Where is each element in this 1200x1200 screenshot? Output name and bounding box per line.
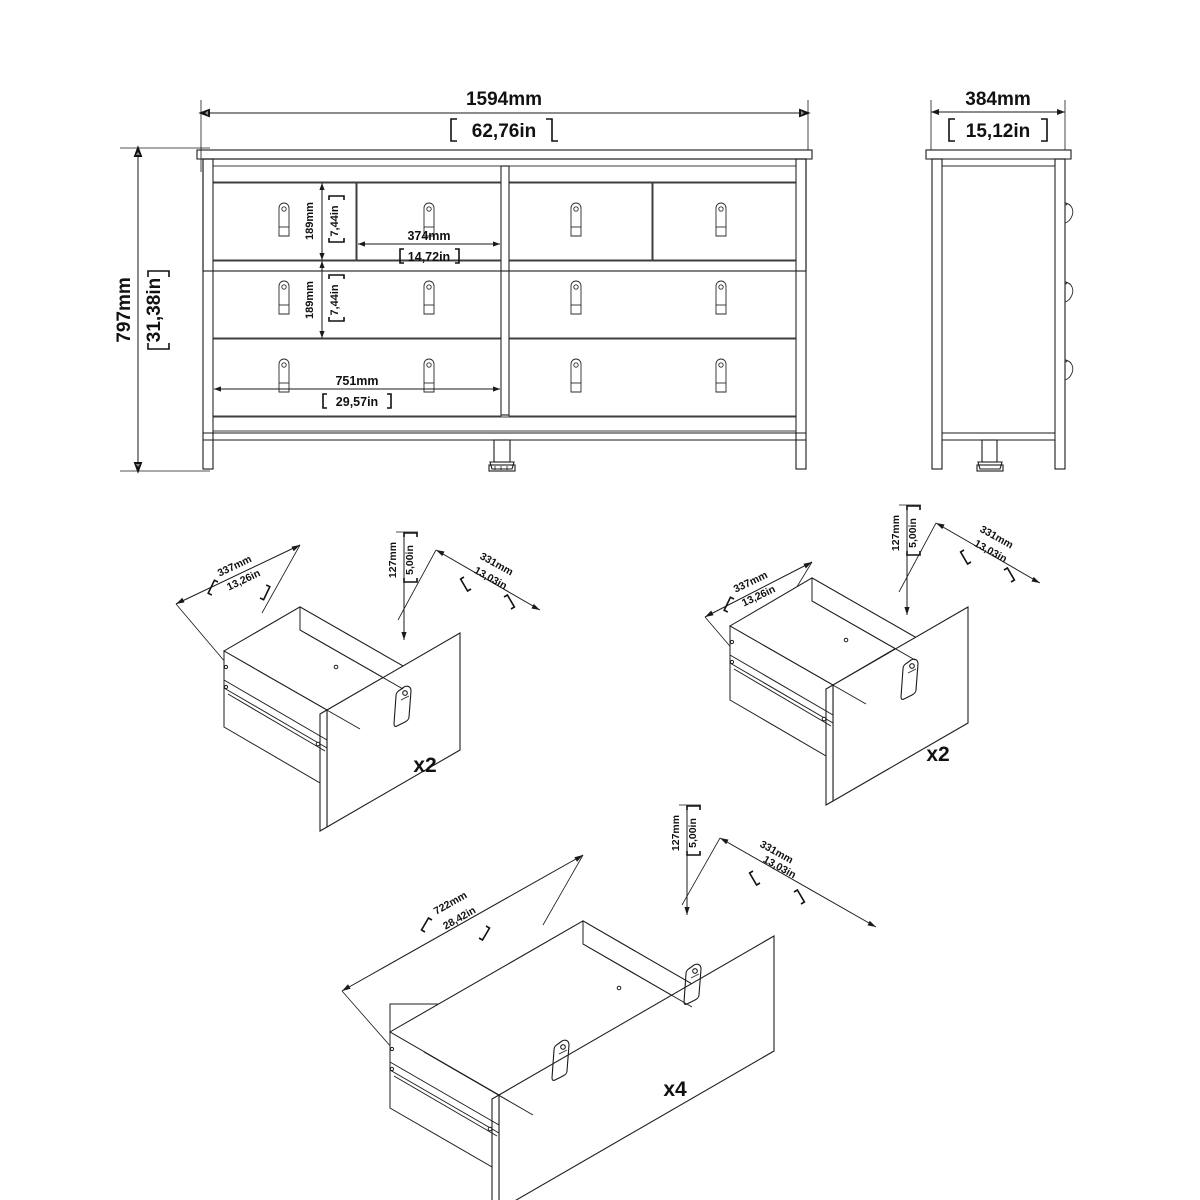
strap-handle-profile-icon xyxy=(1064,202,1074,224)
drawer-iso-small-left xyxy=(222,606,461,832)
front-height-in: 31,38in xyxy=(144,278,165,342)
part1-height-in: 5,00in xyxy=(404,545,416,575)
strap-handle-iso-icon xyxy=(551,1039,570,1081)
drawer-iso-wide xyxy=(388,920,775,1200)
strap-handle-profile-icon xyxy=(1064,359,1074,381)
strap-handle-icon xyxy=(715,358,727,393)
drawer-front-r1a xyxy=(508,182,653,261)
dim-127mm-left: 127mm 5,00in xyxy=(387,531,418,640)
dim-331mm-left: 331mm 13,03in xyxy=(397,549,541,621)
handle-group-front xyxy=(278,202,727,393)
strap-handle-icon xyxy=(423,280,435,315)
strap-handle-icon xyxy=(423,358,435,393)
part2-height-in: 5,00in xyxy=(907,518,919,548)
part-drawer-small-right-group: 337mm 13,26in 127mm 5,00in 331mm 13,03in xyxy=(704,504,1041,806)
front-height-mm: 797mm xyxy=(114,277,135,343)
dim-751mm: 751mm xyxy=(335,374,378,388)
strap-handle-icon xyxy=(278,280,290,315)
part2-qty: x2 xyxy=(926,743,949,766)
strap-handle-icon xyxy=(278,202,290,237)
side-leg xyxy=(976,439,1004,472)
side-handle-group xyxy=(1064,202,1074,381)
dim-189mm-1: 189mm xyxy=(304,202,316,240)
drawer-front-r2 xyxy=(508,260,797,339)
front-height-dimension: 797mm 31,38in xyxy=(114,145,210,474)
dim-331mm-wide: 331mm 13,03in xyxy=(681,837,877,928)
drawer-front-l2 xyxy=(212,260,502,339)
strap-handle-icon xyxy=(570,280,582,315)
dim-127mm-right: 127mm 5,00in xyxy=(890,504,921,615)
front-leg xyxy=(488,439,516,472)
drawer-front-r1b xyxy=(652,182,797,261)
drawer-front-l1b xyxy=(356,182,502,261)
strap-handle-iso-icon xyxy=(900,658,919,700)
front-elevation-group: 1594mm 62,76in 797mm 31,38in xyxy=(114,89,813,474)
drawer-iso-small-right xyxy=(729,577,969,806)
part3-height-mm: 127mm xyxy=(670,815,682,851)
side-depth-mm: 384mm xyxy=(965,89,1031,110)
dim-744in-2: 7,44in xyxy=(329,284,341,315)
strap-handle-profile-icon xyxy=(1064,281,1074,303)
dim-small-drawer-width: 374mm 14,72in xyxy=(358,229,500,264)
dim-1472in: 14,72in xyxy=(408,250,450,264)
strap-handle-icon xyxy=(278,358,290,393)
strap-handle-icon xyxy=(570,358,582,393)
drawer-front-l3 xyxy=(212,338,502,417)
strap-handle-iso-icon xyxy=(393,685,412,727)
strap-handle-icon xyxy=(423,202,435,237)
dim-2957in: 29,57in xyxy=(336,395,378,409)
part-drawer-wide-group: 722mm 28,42in 127mm 5,00in 331mm 13,03in xyxy=(341,804,877,1200)
dim-small-drawer-height-2: 189mm 7,44in xyxy=(304,261,345,338)
dim-374mm: 374mm xyxy=(407,229,450,243)
part1-qty: x2 xyxy=(413,754,436,777)
part3-qty: x4 xyxy=(663,1078,687,1101)
dim-189mm-2: 189mm xyxy=(304,281,316,319)
strap-handle-iso-icon xyxy=(683,963,702,1005)
front-width-in: 62,76in xyxy=(472,121,536,142)
strap-handle-icon xyxy=(715,202,727,237)
dim-127mm-wide: 127mm 5,00in xyxy=(670,804,701,915)
dim-small-drawer-height-1: 189mm 7,44in xyxy=(304,183,345,260)
front-width-dimension: 1594mm 62,76in xyxy=(198,89,811,172)
strap-handle-icon xyxy=(570,202,582,237)
side-depth-in: 15,12in xyxy=(966,121,1030,142)
dim-744in-1: 7,44in xyxy=(329,205,341,236)
part-drawer-small-left-group: 337mm 13,26in 127mm 5,00in 331mm 13,03in xyxy=(175,531,541,832)
side-elevation-group: 384mm 15,12in xyxy=(925,89,1074,472)
drawer-front-r3 xyxy=(508,338,797,417)
side-depth-dimension: 384mm 15,12in xyxy=(930,89,1066,150)
part3-height-in: 5,00in xyxy=(687,818,699,848)
dim-331mm-right: 331mm 13,03in xyxy=(898,522,1041,593)
dim-wide-drawer-width: 751mm 29,57in xyxy=(214,374,500,409)
strap-handle-icon xyxy=(715,280,727,315)
drawer-front-l1a xyxy=(212,182,357,261)
part2-height-mm: 127mm xyxy=(890,515,902,551)
part1-height-mm: 127mm xyxy=(387,542,399,578)
front-width-mm: 1594mm xyxy=(466,89,542,110)
